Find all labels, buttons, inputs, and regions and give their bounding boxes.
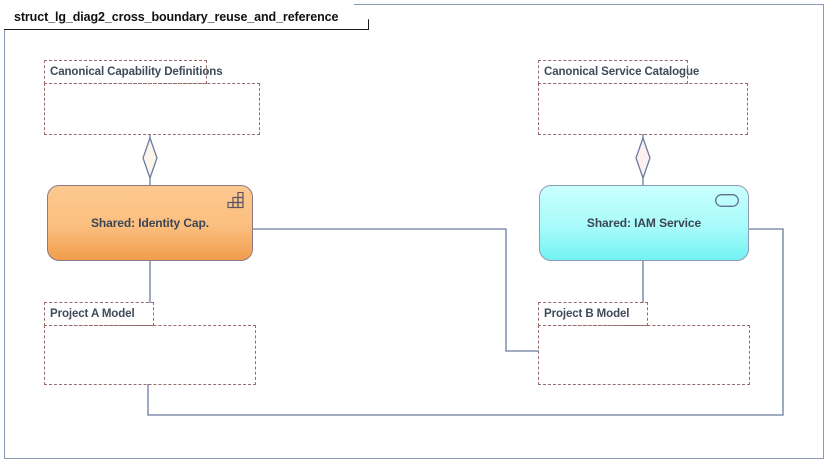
package-label: Project A Model [50,308,135,320]
package-canonical-capability-definitions[interactable]: Canonical Capability Definitions [44,60,260,135]
package-body [538,83,748,135]
package-tab-project-a-model: Project A Model [44,302,154,326]
node-label: Shared: Identity Cap. [91,216,209,230]
service-icon [715,194,739,212]
package-label: Canonical Capability Definitions [50,66,223,78]
capability-icon [227,191,244,214]
package-body [44,325,256,385]
package-label: Canonical Service Catalogue [544,66,700,78]
node-label: Shared: IAM Service [586,216,702,230]
node-shared-identity-cap[interactable]: Shared: Identity Cap. [47,185,253,261]
package-body [538,325,750,385]
package-project-b-model[interactable]: Project B Model [538,302,750,385]
package-tab-canonical-capability-definitions: Canonical Capability Definitions [44,60,223,84]
package-project-a-model[interactable]: Project A Model [44,302,256,385]
package-canonical-service-catalogue[interactable]: Canonical Service Catalogue [538,60,748,135]
package-body [44,83,260,135]
diagram-title-tab[interactable]: struct_lg_diag2_cross_boundary_reuse_and… [4,4,369,30]
package-tab-canonical-service-catalogue: Canonical Service Catalogue [538,60,699,84]
package-tab-project-b-model: Project B Model [538,302,648,326]
node-shared-iam-service[interactable]: Shared: IAM Service [539,185,749,261]
package-label: Project B Model [544,308,630,320]
page-title: struct_lg_diag2_cross_boundary_reuse_and… [14,9,339,24]
